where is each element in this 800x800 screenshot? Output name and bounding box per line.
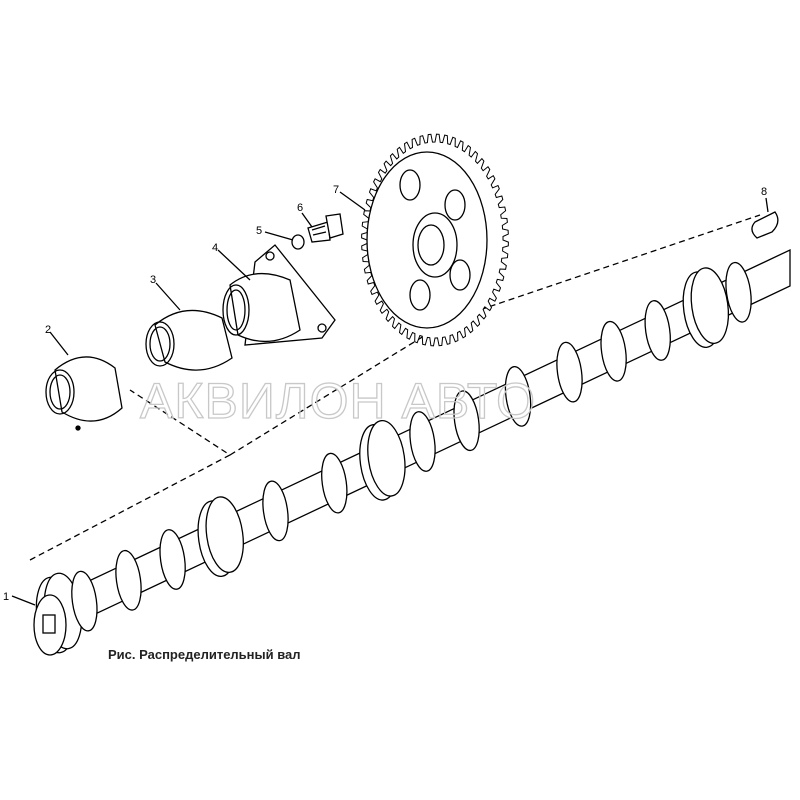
figure-caption: Рис. Распределительный вал [108, 647, 301, 662]
callout-labels: 1 2 3 4 5 6 7 8 [3, 184, 767, 603]
callout-6: 6 [297, 202, 303, 214]
assembly-line [29, 214, 761, 561]
camshaft-cam [600, 320, 627, 382]
washer-5 [291, 234, 305, 250]
callout-5: 5 [256, 225, 262, 237]
camshaft-cam [504, 365, 532, 427]
callout-2: 2 [45, 324, 51, 336]
bushing-3 [145, 309, 233, 371]
camshaft-journal-face [205, 496, 244, 574]
camshaft-cam [321, 452, 348, 514]
camshaft-cam [725, 261, 752, 323]
thrust-flange-4 [222, 244, 336, 346]
camshaft-cam [409, 411, 436, 472]
bolt-6 [307, 213, 344, 243]
camshaft-hex-socket [42, 614, 56, 634]
bushing-2 [45, 356, 123, 431]
callout-4: 4 [212, 242, 218, 254]
camshaft [33, 248, 791, 656]
camshaft-cam [262, 480, 289, 542]
camshaft-gear-7 [361, 133, 509, 347]
callout-7: 7 [333, 184, 339, 196]
camshaft-cam [453, 390, 480, 452]
gear-lightening-hole [399, 169, 421, 201]
camshaft-journal-face [367, 419, 406, 497]
camshaft-cam [556, 341, 583, 403]
callout-8: 8 [761, 186, 767, 198]
camshaft-cam [159, 529, 186, 590]
camshaft-cam [115, 549, 142, 611]
gear-lightening-hole [444, 189, 466, 221]
callout-3: 3 [150, 274, 156, 286]
watermark: АКВИЛОН АВТО [140, 373, 536, 429]
gear-lightening-hole [409, 279, 431, 311]
camshaft-journal-face [690, 267, 730, 345]
camshaft-cam [71, 570, 98, 632]
camshaft-cam [644, 300, 671, 361]
gear-lightening-hole [449, 259, 471, 291]
key-8 [751, 211, 779, 239]
camshaft-front-end [33, 594, 67, 656]
callout-1: 1 [3, 591, 9, 603]
gear-bore [417, 224, 445, 266]
